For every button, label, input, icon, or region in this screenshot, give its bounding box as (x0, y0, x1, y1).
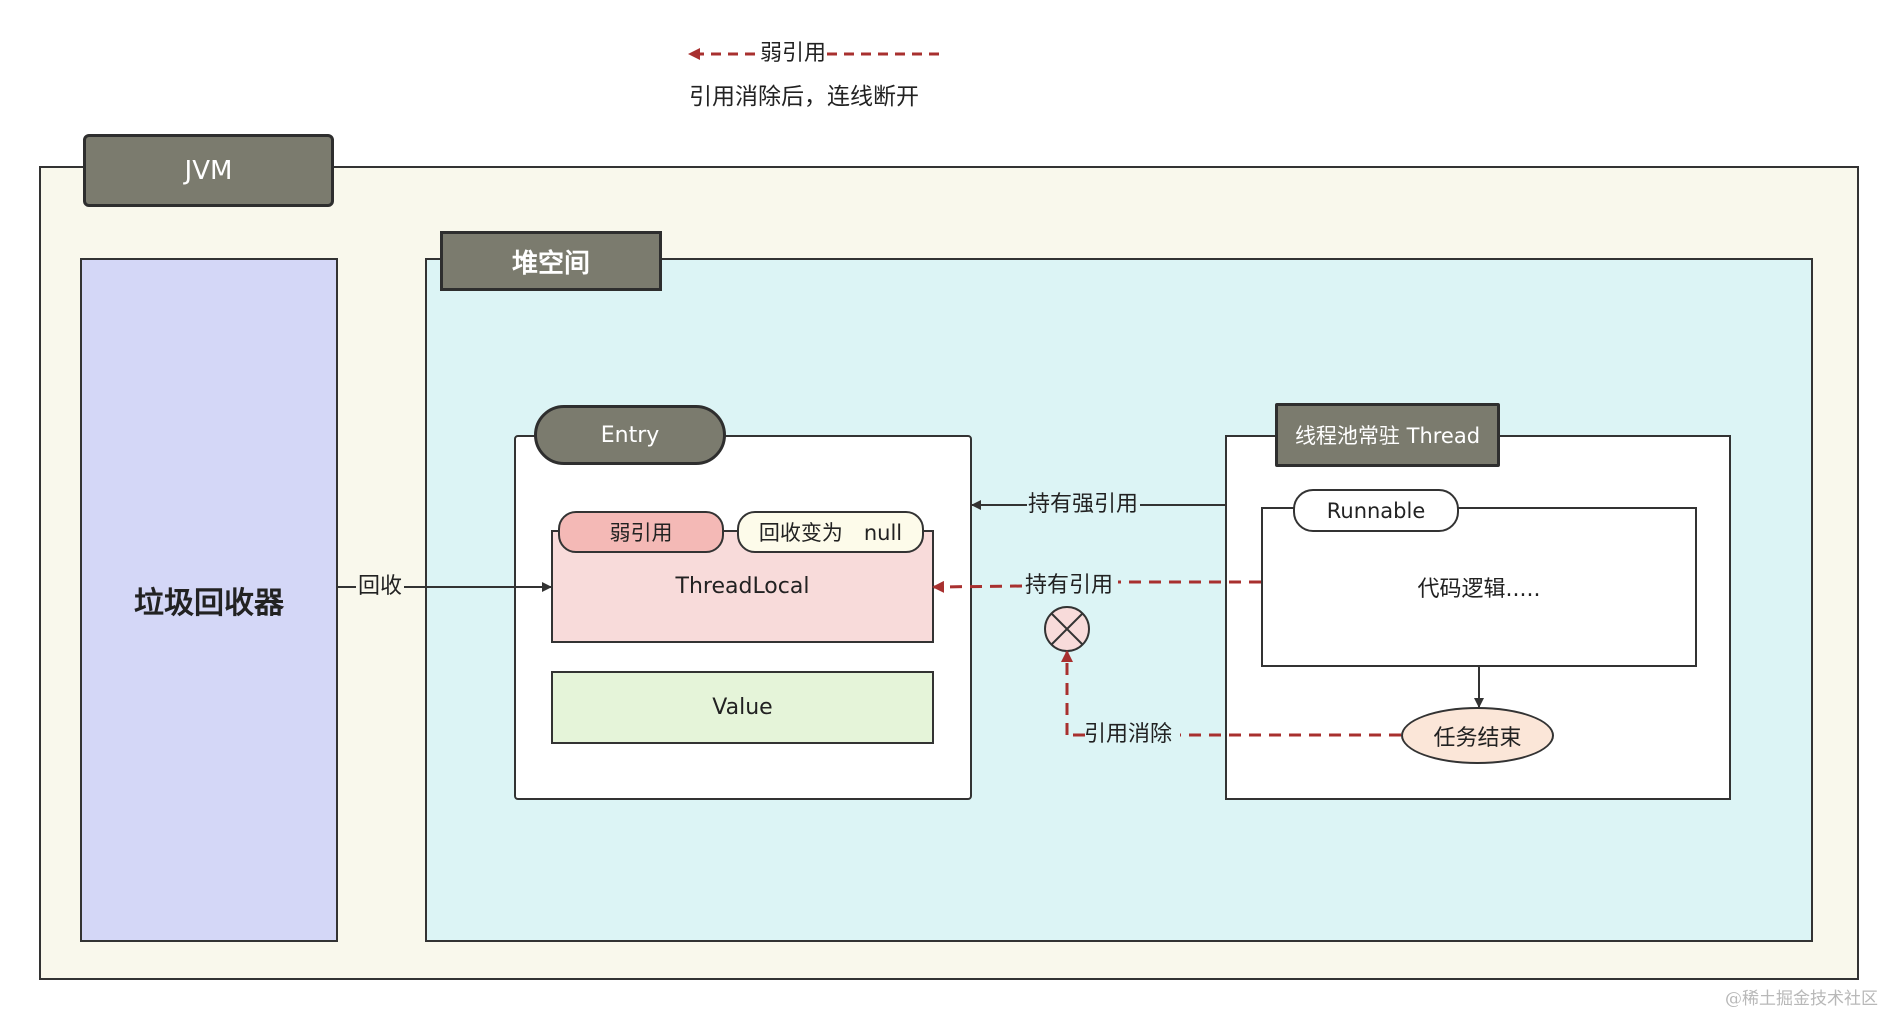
reclaimed-null-tag: 回收变为 null (737, 511, 924, 553)
holds-ref-arrow (932, 580, 1023, 593)
legend-note: 引用消除后，连线断开 (689, 84, 919, 110)
entry-title: Entry (534, 405, 726, 465)
runnable-title: Runnable (1293, 489, 1459, 532)
jvm-title: JVM (83, 134, 334, 207)
runnable-box: 代码逻辑..... (1261, 507, 1697, 667)
garbage-collector-box: 垃圾回收器 (80, 258, 338, 942)
broken-link-icon-stroke-b (1051, 613, 1083, 645)
legend-weak-ref-label: 弱引用 (760, 41, 827, 66)
ref-removed-label: 引用消除 (1084, 722, 1173, 747)
thread-title: 线程池常驻 Thread (1275, 403, 1500, 467)
task-end-node: 任务结束 (1401, 707, 1554, 764)
garbage-collector-label: 垃圾回收器 (134, 586, 284, 621)
value-box: Value (551, 671, 934, 744)
weak-ref-tag: 弱引用 (558, 511, 724, 553)
strong-ref-label: 持有强引用 (1028, 492, 1139, 517)
heap-space-title: 堆空间 (440, 231, 662, 291)
gc-reclaim-label: 回收 (358, 574, 403, 599)
holds-ref-label: 持有引用 (1025, 573, 1114, 598)
watermark: @稀土掘金技术社区 (1725, 989, 1878, 1009)
